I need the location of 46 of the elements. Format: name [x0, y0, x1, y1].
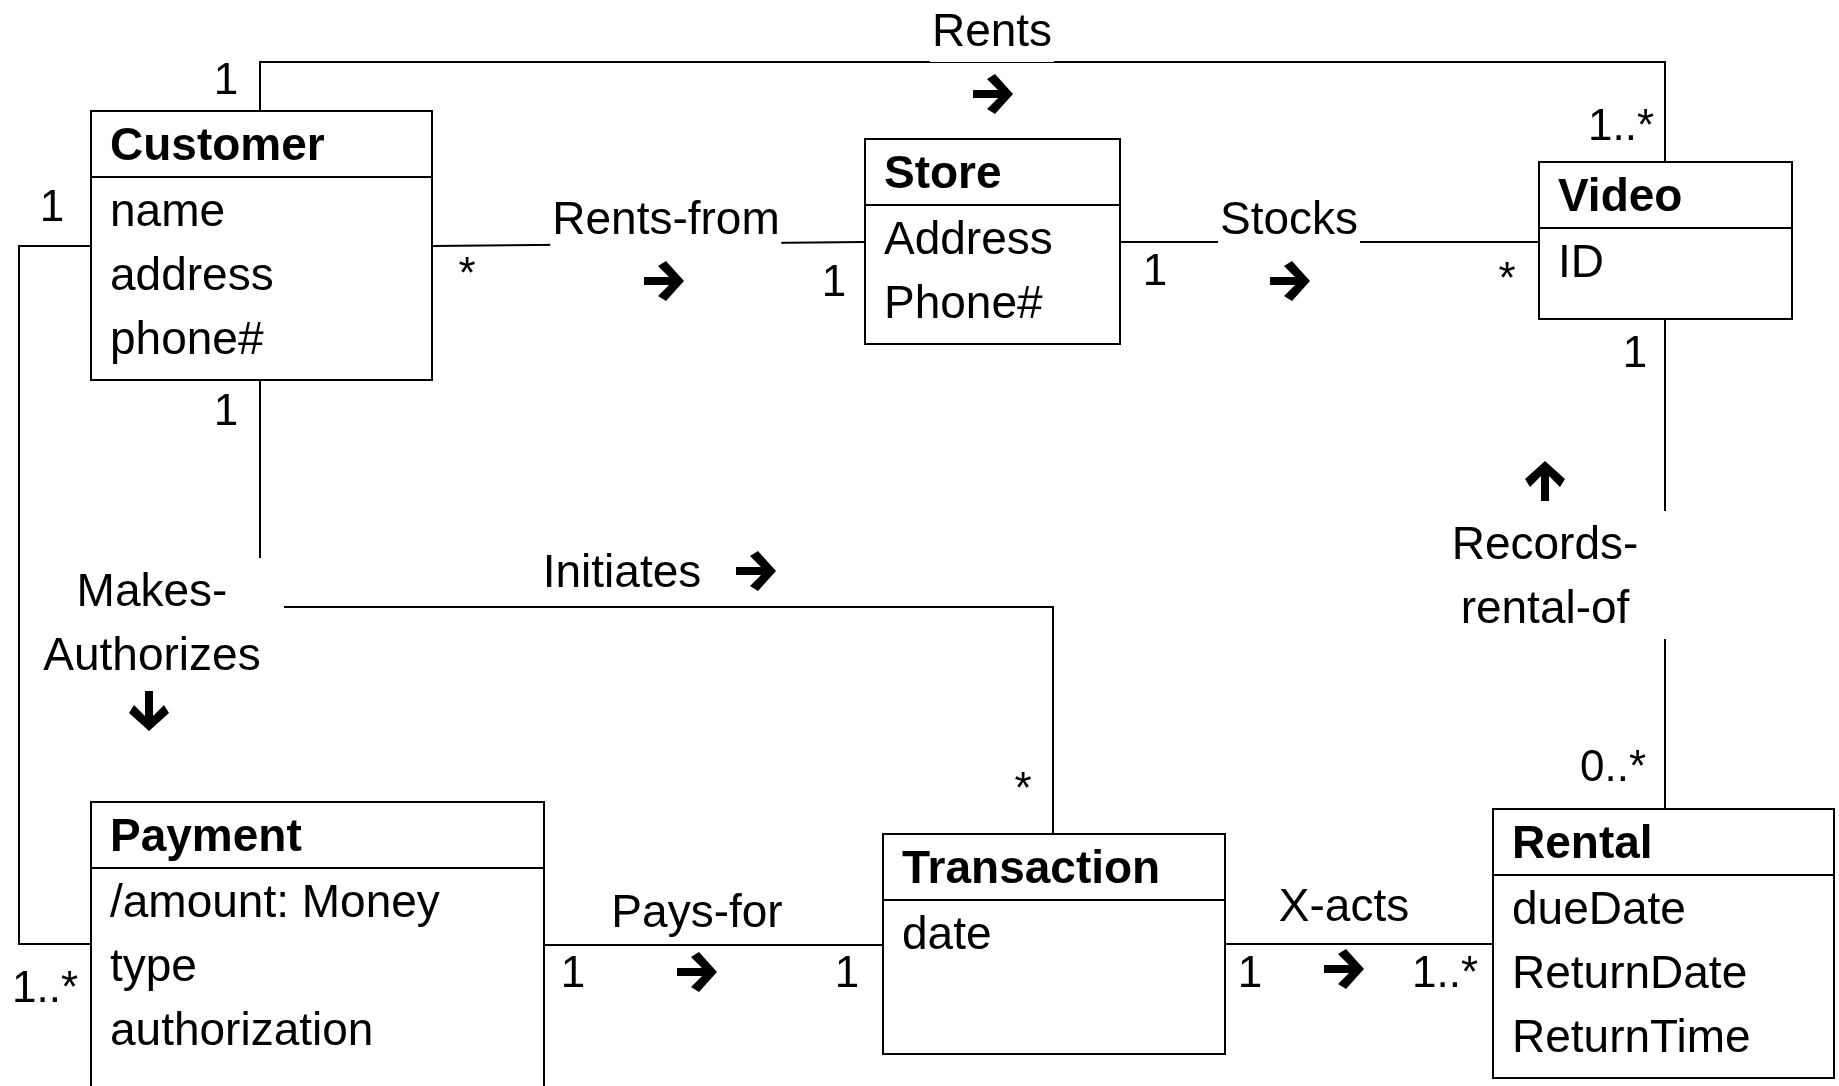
- multiplicity-label: *: [1014, 763, 1032, 813]
- multiplicity-label: 1: [560, 947, 586, 997]
- multiplicity-label: *: [1498, 253, 1516, 303]
- class-name: Rental: [1512, 816, 1653, 868]
- attribute-text: Phone#: [883, 275, 1043, 330]
- association-line: [544, 944, 883, 946]
- multiplicity-label: 1..*: [1588, 100, 1654, 150]
- multiplicity-label: 1..*: [1412, 947, 1478, 997]
- class-box: [1492, 808, 1835, 1079]
- attribute-text: authorization: [109, 1002, 374, 1057]
- class-name: Payment: [110, 809, 302, 861]
- association-line: [1225, 943, 1493, 945]
- attribute-text: name: [109, 183, 226, 238]
- multiplicity-label: 1: [39, 181, 65, 231]
- multiplicity-label: 1: [213, 385, 239, 435]
- association-line: [259, 61, 1666, 162]
- attribute-text: ReturnTime: [1511, 1009, 1751, 1064]
- multiplicity-label: 1..*: [12, 962, 78, 1012]
- multiplicity-label: 0..*: [1580, 741, 1646, 791]
- association-line: [18, 245, 91, 945]
- attribute-text: type: [109, 938, 197, 993]
- class-box: [1538, 161, 1793, 320]
- association-line: [259, 380, 1054, 834]
- attribute-text: ID: [1557, 234, 1604, 289]
- multiplicity-label: 1: [1142, 245, 1168, 295]
- class-box: [864, 138, 1121, 345]
- class-name: Transaction: [902, 841, 1161, 893]
- class-box: [90, 801, 545, 1086]
- multiplicity-label: 1: [1622, 327, 1648, 377]
- multiplicity-label: 1: [1237, 947, 1263, 997]
- class-name: Customer: [110, 118, 325, 170]
- class-name: Video: [1558, 169, 1683, 221]
- attribute-text: phone#: [109, 311, 264, 366]
- attribute-text: Address: [883, 211, 1053, 266]
- attribute-text: ReturnDate: [1511, 945, 1748, 1000]
- multiplicity-label: *: [458, 248, 476, 298]
- attribute-text: address: [109, 247, 274, 302]
- class-name: Store: [884, 146, 1002, 198]
- class-box: [882, 833, 1226, 1055]
- multiplicity-label: 1: [213, 54, 239, 104]
- attribute-text: date: [901, 906, 992, 961]
- multiplicity-label: 1: [821, 256, 847, 306]
- multiplicity-label: 1: [834, 947, 860, 997]
- attribute-text: /amount: Money: [109, 874, 440, 929]
- attribute-text: dueDate: [1511, 881, 1686, 936]
- class-box: [90, 110, 433, 381]
